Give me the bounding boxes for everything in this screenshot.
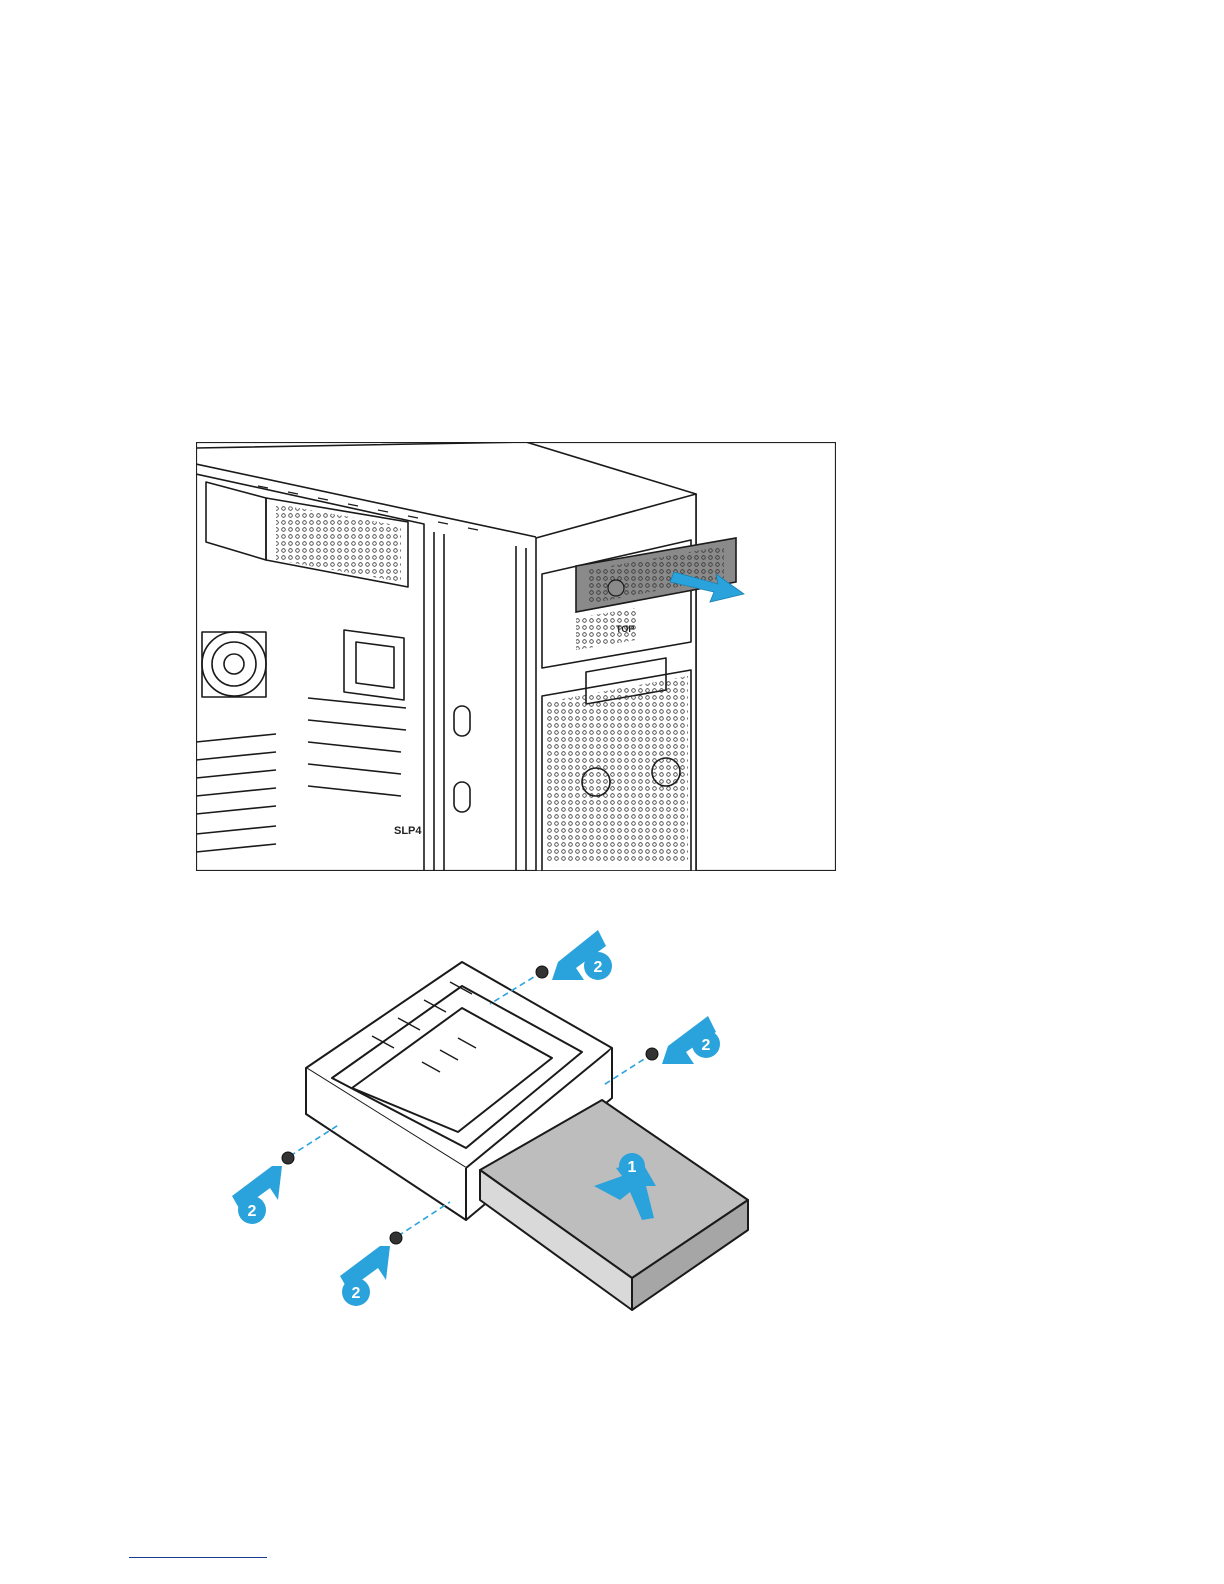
callout-2-label: 2	[594, 959, 603, 976]
screw-icon	[646, 1048, 658, 1060]
callout-1: 1	[619, 1153, 645, 1179]
slot-label: SLP4	[394, 825, 422, 837]
callout-2: 2	[584, 952, 612, 980]
front-vent-mesh	[546, 676, 688, 862]
callout-2-label: 2	[352, 1285, 361, 1302]
callout-2-label: 2	[248, 1203, 257, 1220]
footer-rule	[129, 1557, 267, 1558]
bracket-label: TOP	[616, 624, 634, 634]
hard-drive	[480, 1100, 748, 1310]
screw-icon	[390, 1232, 402, 1244]
chassis-bracket-removal-illustration: TOP SLP4	[196, 442, 836, 871]
screw-icon	[282, 1152, 294, 1164]
callout-2: 2	[342, 1278, 370, 1306]
drive-cage-installation-illustration: 1 2 2 2 2	[222, 918, 762, 1338]
screw-icon	[536, 966, 548, 978]
callout-2: 2	[692, 1030, 720, 1058]
callout-2-label: 2	[702, 1037, 711, 1054]
callout-2: 2	[238, 1196, 266, 1224]
callout-1-label: 1	[628, 1159, 637, 1176]
